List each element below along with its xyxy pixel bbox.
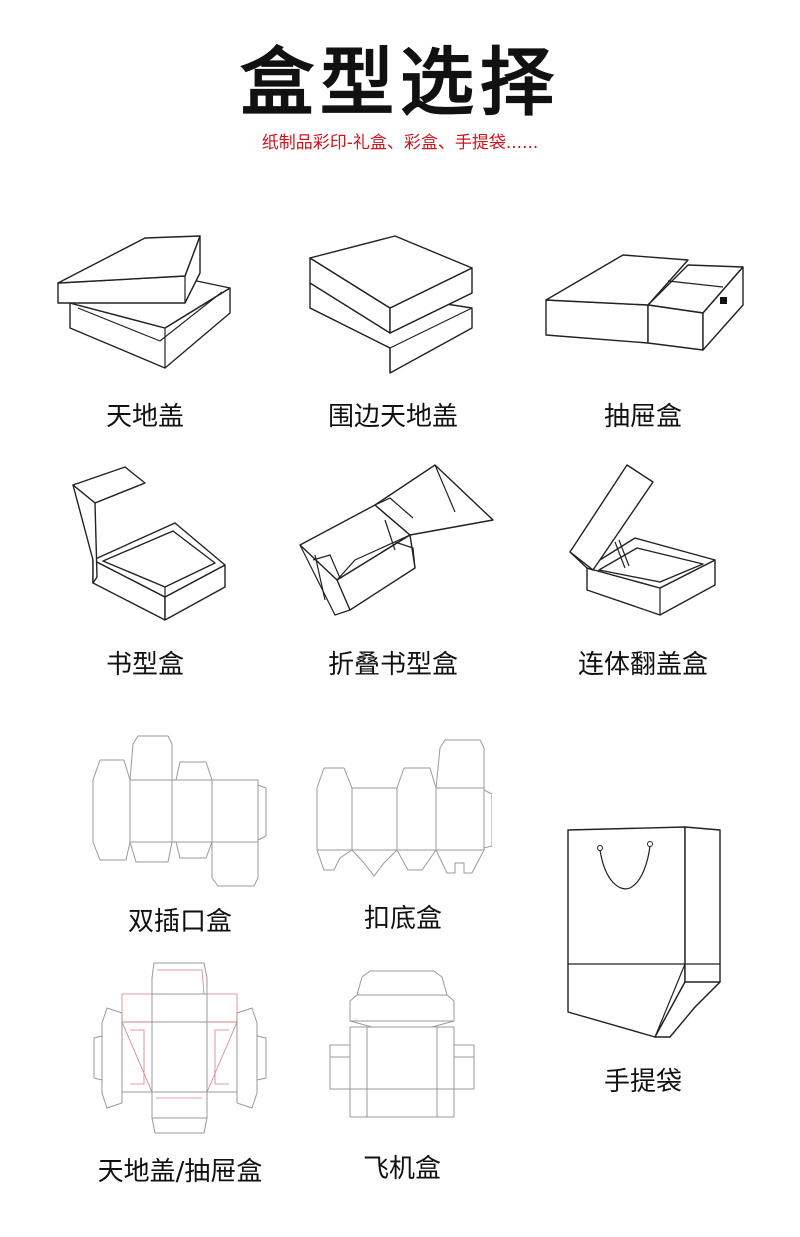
folding-book-box-icon [299,464,494,616]
box-label: 连体翻盖盒 [577,650,708,680]
lid-base-box-icon [57,235,231,369]
box-label: 折叠书型盒 [327,650,458,680]
box-label: 抽屉盒 [603,402,682,432]
lid-drawer-dieline-icon [93,962,267,1134]
flip-lid-box-icon [569,464,716,616]
page-subtitle: 纸制品彩印-礼盒、彩盒、手提袋...... [261,133,539,153]
box-label: 天地盖 [105,402,184,432]
box-label: 书型盒 [105,650,184,680]
mailer-box-dieline-icon [329,970,475,1118]
paper-bag-icon [567,826,721,1038]
double-tuck-box-dieline-icon [92,735,267,887]
page-title: 盒型选择 [240,40,560,126]
book-box-icon [72,466,226,621]
drawer-box-icon [545,254,744,351]
wrapped-lid-base-box-icon [309,235,473,374]
box-label: 手提袋 [603,1067,682,1097]
box-label: 扣底盒 [363,904,442,934]
box-label: 飞机盒 [362,1154,441,1184]
box-label: 双插口盒 [127,907,232,937]
lock-bottom-box-dieline-icon [316,739,492,877]
box-label: 天地盖/抽屉盒 [97,1157,263,1187]
box-label: 围边天地盖 [327,402,458,432]
